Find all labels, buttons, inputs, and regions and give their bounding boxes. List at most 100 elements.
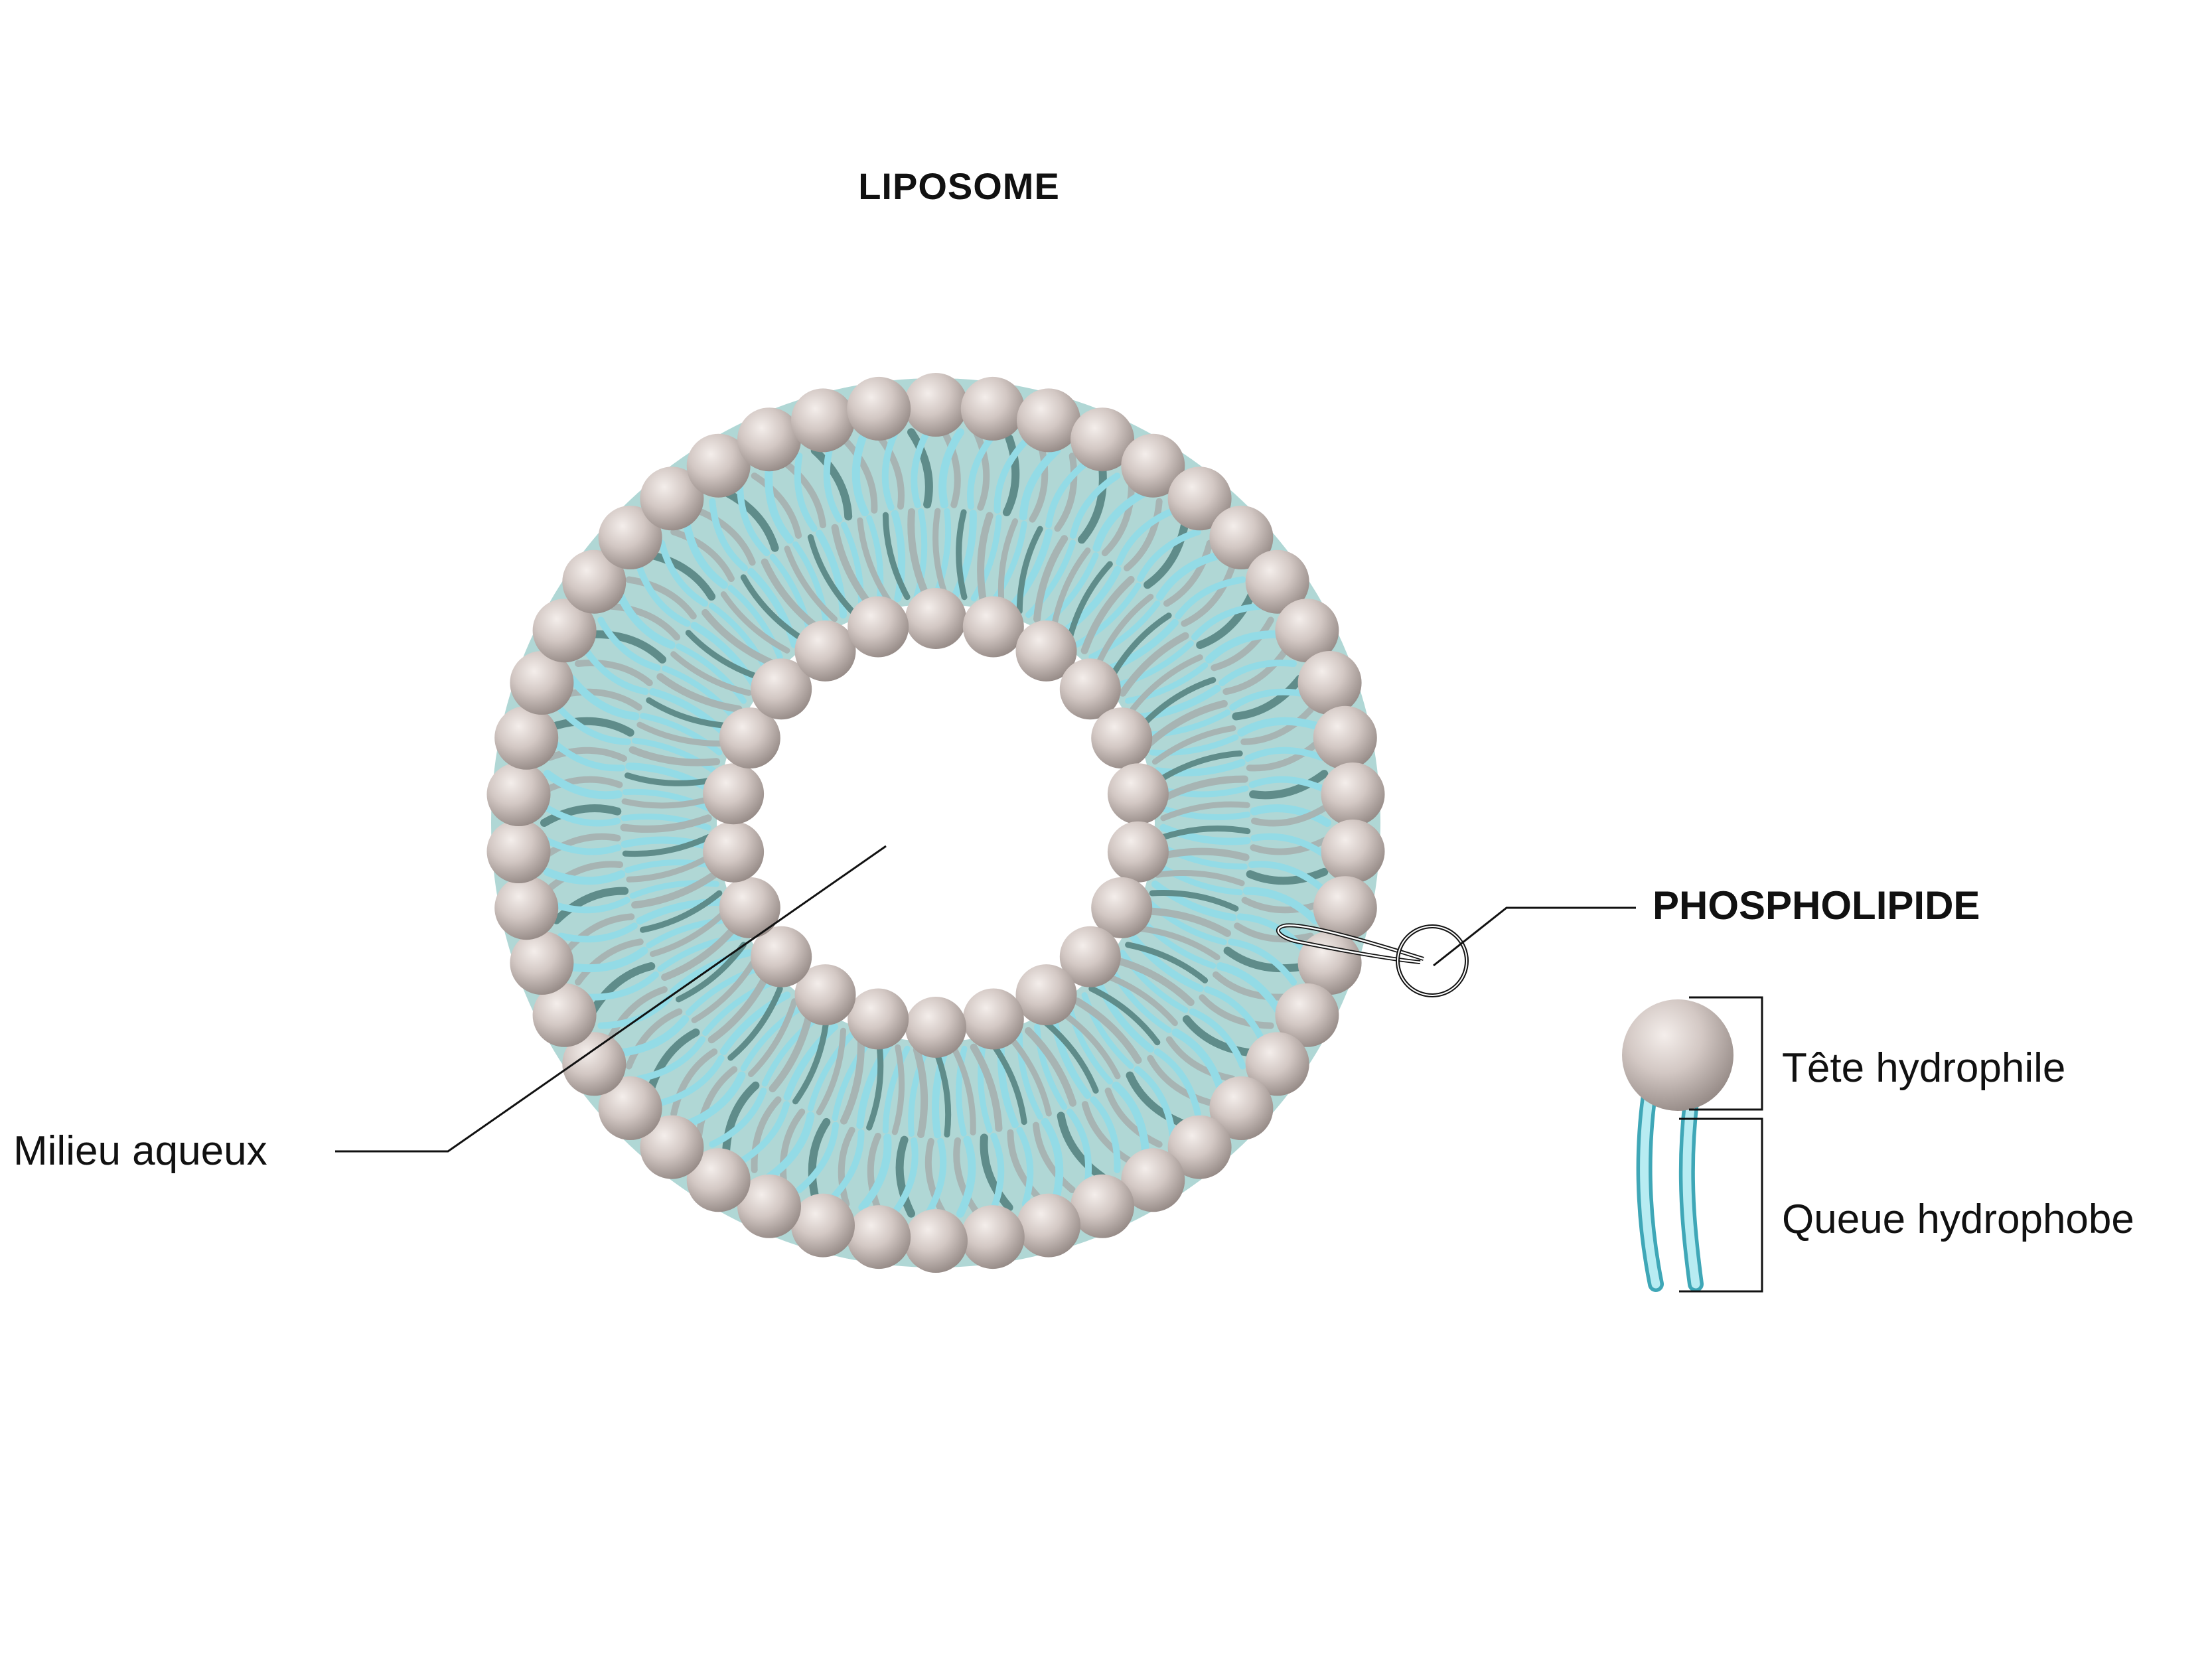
inner-head [1091, 707, 1153, 769]
tail-strand [1251, 803, 1331, 827]
inner-head [1015, 964, 1077, 1026]
tail-strand [1116, 508, 1176, 566]
tail-strand [625, 1008, 683, 1070]
tail-strand [989, 520, 1027, 606]
highlighted-phospholipid [1276, 923, 1469, 997]
tail-strand [606, 986, 668, 1043]
tail-strand [1147, 1054, 1213, 1106]
tail-strand [1236, 913, 1309, 955]
tail-strand [807, 534, 855, 614]
tail-strand [794, 453, 818, 532]
tail-strand [615, 589, 676, 649]
inner-head [1107, 821, 1169, 883]
outer-head [1070, 1174, 1134, 1238]
tail-strand [1149, 890, 1239, 912]
tail-strand [1232, 674, 1304, 721]
tail-strand [973, 430, 990, 511]
outer-head [1275, 599, 1339, 663]
tail-strand [661, 924, 738, 981]
tail-strand [856, 1042, 893, 1129]
tail-strand [792, 541, 830, 626]
head-bracket [1689, 996, 1763, 1111]
inner-head [905, 997, 966, 1058]
tail-strand [543, 867, 626, 885]
outer-head [1121, 433, 1185, 498]
inner-head [794, 620, 856, 682]
aqueous-center [717, 604, 1155, 1042]
tail-strand [997, 518, 1019, 609]
tail-strand [676, 643, 747, 704]
outer-head [904, 1209, 968, 1273]
inner-head [848, 988, 909, 1050]
tail-strand [640, 713, 723, 756]
tail-strand [827, 1129, 865, 1204]
inner-head [751, 658, 812, 720]
outer-head [598, 1076, 662, 1140]
tail-strand [751, 1096, 782, 1173]
tail-strand [1153, 1048, 1201, 1118]
tail-strand [990, 1133, 1005, 1214]
tail-strand [748, 998, 798, 1078]
tail-strand [938, 428, 964, 509]
tail-strand [1160, 801, 1250, 822]
tail-strand [932, 508, 952, 599]
tail-strand [709, 498, 748, 571]
tail-strand [1081, 1101, 1135, 1165]
outer-head [532, 599, 597, 663]
tail-strand [815, 530, 847, 619]
tail-strand [1090, 1096, 1121, 1173]
tail-strand [567, 946, 648, 973]
tail-strand [696, 1066, 738, 1138]
outer-head [686, 1148, 751, 1212]
tail-strand [1248, 776, 1329, 794]
tail-strand [1248, 861, 1325, 892]
tail-strand [989, 1040, 1027, 1125]
tail-strand [670, 949, 753, 995]
tail-strand [720, 591, 790, 654]
tail-strand [640, 890, 723, 933]
tail-strand [1237, 717, 1319, 737]
tail-strand [621, 836, 713, 851]
outer-head [494, 705, 559, 770]
outer-head [1313, 876, 1377, 940]
tail-strand [1067, 1004, 1113, 1085]
tail-strand [1138, 677, 1217, 729]
tail-strand [1159, 824, 1251, 845]
tail-strand [562, 913, 635, 955]
tail-strand [1159, 826, 1251, 841]
tail-strand [1158, 775, 1248, 803]
outer-head [1017, 1193, 1080, 1258]
tail-strand [1189, 1008, 1246, 1070]
tail-strand [765, 1112, 815, 1181]
aqueous-label: Milieu aqueux [13, 1128, 267, 1174]
tail-strand [656, 673, 743, 713]
tail-strand [1113, 956, 1195, 1006]
tail-strand [1002, 434, 1020, 516]
tail-strand [636, 721, 725, 747]
tail-strand [1199, 994, 1274, 1029]
outer-head [1275, 983, 1339, 1047]
phospholipid-leader-line [1433, 906, 1636, 967]
outer-head [1245, 549, 1309, 614]
tail-strand [685, 630, 764, 681]
tail-strand [1246, 738, 1323, 772]
tail-strand [823, 442, 843, 523]
tail-strand [1175, 576, 1246, 620]
tail-strand [1196, 589, 1257, 649]
tail-strand [1228, 938, 1297, 985]
tail-strand [747, 567, 798, 648]
inner-head [719, 707, 780, 769]
outer-head [1017, 388, 1080, 453]
tail-strand [891, 1137, 919, 1216]
tail-strand [1119, 632, 1189, 697]
tail-strand [866, 1040, 884, 1131]
tail-strand [840, 1034, 865, 1125]
tail-strand [670, 651, 752, 696]
tail-strand [575, 660, 653, 687]
tail-strand [1129, 933, 1204, 992]
tail-strand [737, 1101, 790, 1165]
outer-head [1209, 506, 1274, 569]
tail-strand [1246, 867, 1329, 885]
tail-bracket [1679, 1118, 1763, 1293]
